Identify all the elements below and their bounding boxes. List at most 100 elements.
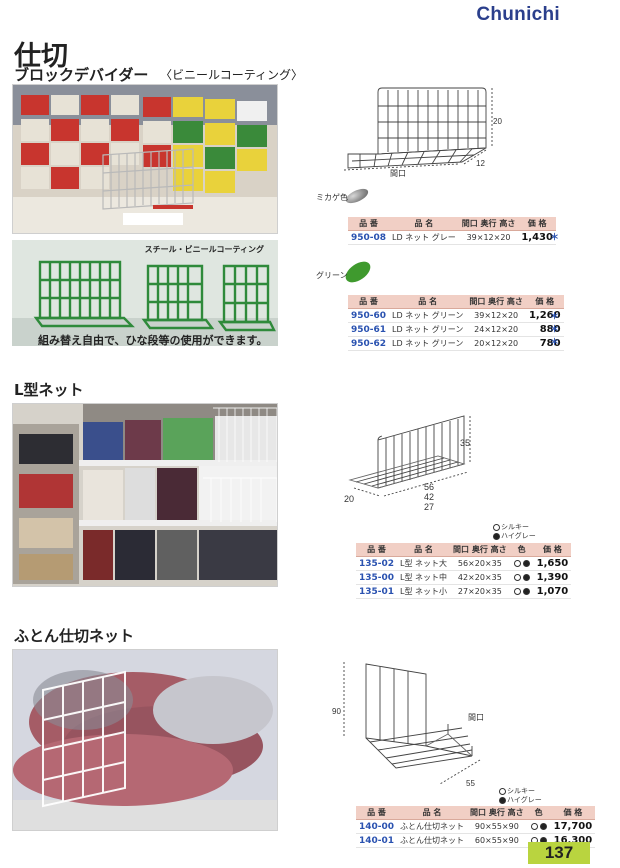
item-price: 880 xyxy=(525,322,564,337)
item-code: 950-61 xyxy=(348,322,390,337)
item-name: LD ネット グリーン xyxy=(389,336,467,351)
spec-table-l-net: 品 番 品 名 間口 奥行 高さ 色 価 格 135-02 L型 ネット大 56… xyxy=(356,543,572,599)
col-price: 価 格 xyxy=(518,217,556,231)
table-row: 135-00 L型 ネット中 42×20×35 1,390 xyxy=(356,570,572,585)
col-price: 価 格 xyxy=(533,543,572,557)
section2-title: L型ネット xyxy=(14,381,84,399)
item-price: 1,390 xyxy=(533,570,572,585)
silky-dot-icon xyxy=(513,574,521,581)
item-dims: 39×12×20 xyxy=(466,308,526,323)
spec-table-green: 品 番 品 名 間口 奥行 高さ 価 格 950-60 LD ネット グリーン … xyxy=(348,295,564,351)
item-dims: 39×12×20 xyxy=(458,230,519,245)
item-mark: ＊ xyxy=(550,325,560,335)
legend-white: シルキー xyxy=(507,787,535,795)
width-dim-2: 42 xyxy=(424,492,434,502)
item-dims: 24×12×20 xyxy=(466,322,526,337)
brand-logo: Chunichi xyxy=(476,4,560,25)
item-colors xyxy=(509,584,534,599)
spec-table-futon-net: 品 番 品 名 間口 奥行 高さ 色 価 格 140-00 ふとん仕切ネット 9… xyxy=(356,806,596,848)
item-price: 1,430 xyxy=(518,230,556,245)
col-name: 品 名 xyxy=(389,295,467,309)
block-divider-diagram: 20 間口 12 xyxy=(343,87,502,178)
high-gray-dot-icon xyxy=(522,588,530,595)
table-row: 140-00 ふとん仕切ネット 90×55×90 17,700 xyxy=(356,819,596,834)
item-dims: 56×20×35 xyxy=(450,556,510,571)
width-dim-1: 56 xyxy=(424,482,434,492)
depth-dim: 20 xyxy=(344,494,354,504)
item-dims: 60×55×90 xyxy=(467,833,527,848)
table-row: 135-02 L型 ネット大 56×20×35 1,650 xyxy=(356,556,572,571)
col-name: 品 名 xyxy=(397,543,451,557)
item-name: ふとん仕切ネット xyxy=(397,833,468,848)
col-name: 品 名 xyxy=(389,217,459,231)
item-price: 17,700 xyxy=(550,819,596,834)
opening-dim-label: 間口 xyxy=(468,713,484,722)
item-dims: 27×20×35 xyxy=(450,584,510,599)
section1-title: 仕切 xyxy=(14,41,68,72)
item-mark: ＊ xyxy=(550,312,560,322)
item-name: ふとん仕切ネット xyxy=(397,819,468,834)
page-number: 137 xyxy=(528,842,590,864)
l-net-shelf-photo xyxy=(12,403,278,587)
item-colors xyxy=(509,556,534,571)
col-code: 品 番 xyxy=(356,806,398,820)
item-price: 1,650 xyxy=(533,556,572,571)
high-gray-dot-icon xyxy=(499,796,506,804)
height-dim: 90 xyxy=(332,707,341,716)
section1-caption: 組み替え自由で、ひな段等の使用ができます。 xyxy=(38,334,268,347)
high-gray-dot-icon xyxy=(522,574,530,581)
item-colors xyxy=(526,819,551,834)
section3-title: ふとん仕切ネット xyxy=(14,627,135,645)
item-dims: 20×12×20 xyxy=(466,336,526,351)
section1-coating-note: 〈ビニールコーティング〉 xyxy=(160,68,304,82)
item-code: 950-08 xyxy=(348,230,390,245)
item-name: LD ネット グレー xyxy=(389,230,459,245)
item-code: 140-01 xyxy=(356,833,398,848)
col-code: 品 番 xyxy=(356,543,398,557)
item-colors xyxy=(509,570,534,585)
item-name: LD ネット グリーン xyxy=(389,308,467,323)
col-price: 価 格 xyxy=(525,295,564,309)
depth-dim: 12 xyxy=(476,159,485,168)
high-gray-dot-icon xyxy=(539,823,547,830)
table-row: 140-01 ふとん仕切ネット 60×55×90 16,300 xyxy=(356,833,596,848)
high-gray-dot-icon xyxy=(522,560,530,567)
col-color: 色 xyxy=(509,543,534,557)
item-price: 1,260 xyxy=(525,308,564,323)
coating-label: スチール・ビニールコーティング xyxy=(144,245,264,254)
item-code: 950-62 xyxy=(348,336,390,351)
green-divider-photo: スチール・ビニールコーティング xyxy=(12,240,278,346)
opening-dim-label: 間口 xyxy=(390,169,406,178)
height-dim: 20 xyxy=(493,117,502,126)
table-row: 950-61 LD ネット グリーン 24×12×20 880 xyxy=(348,322,564,337)
item-code: 950-60 xyxy=(348,308,390,323)
high-gray-dot-icon xyxy=(493,532,500,540)
table-row: 950-60 LD ネット グリーン 39×12×20 1,260 xyxy=(348,308,564,323)
col-code: 品 番 xyxy=(348,295,390,309)
color1-label: ミカゲ色 xyxy=(316,193,348,202)
col-dims: 間口 奥行 高さ xyxy=(467,806,527,820)
depth-dim: 55 xyxy=(466,779,475,788)
item-code: 140-00 xyxy=(356,819,398,834)
item-price: 780 xyxy=(525,336,564,351)
silky-dot-icon xyxy=(499,787,506,795)
col-price: 価 格 xyxy=(550,806,596,820)
color2-label: グリーン xyxy=(316,271,348,280)
item-code: 135-00 xyxy=(356,570,398,585)
item-name: L型 ネット大 xyxy=(397,556,451,571)
silky-dot-icon xyxy=(513,588,521,595)
silky-dot-icon xyxy=(513,560,521,567)
item-mark: ＊ xyxy=(550,233,560,243)
color-legend: シルキー ハイグレー xyxy=(492,523,536,541)
item-name: L型 ネット中 xyxy=(397,570,451,585)
height-dim: 35 xyxy=(460,438,470,448)
item-code: 135-01 xyxy=(356,584,398,599)
item-name: L型 ネット小 xyxy=(397,584,451,599)
section1-subtitle: ブロックデバイダー xyxy=(14,66,149,84)
l-net-diagram: 35 20 56 42 27 xyxy=(344,415,471,512)
item-mark: ＊ xyxy=(550,338,560,348)
spec-table-gray: 品 番 品 名 間口 奥行 高さ 価 格 950-08 LD ネット グレー 3… xyxy=(348,217,556,245)
table-row: 135-01 L型 ネット小 27×20×35 1,070 xyxy=(356,584,572,599)
silky-dot-icon xyxy=(530,823,538,830)
futon-net-diagram: 90 間口 55 xyxy=(332,662,484,788)
